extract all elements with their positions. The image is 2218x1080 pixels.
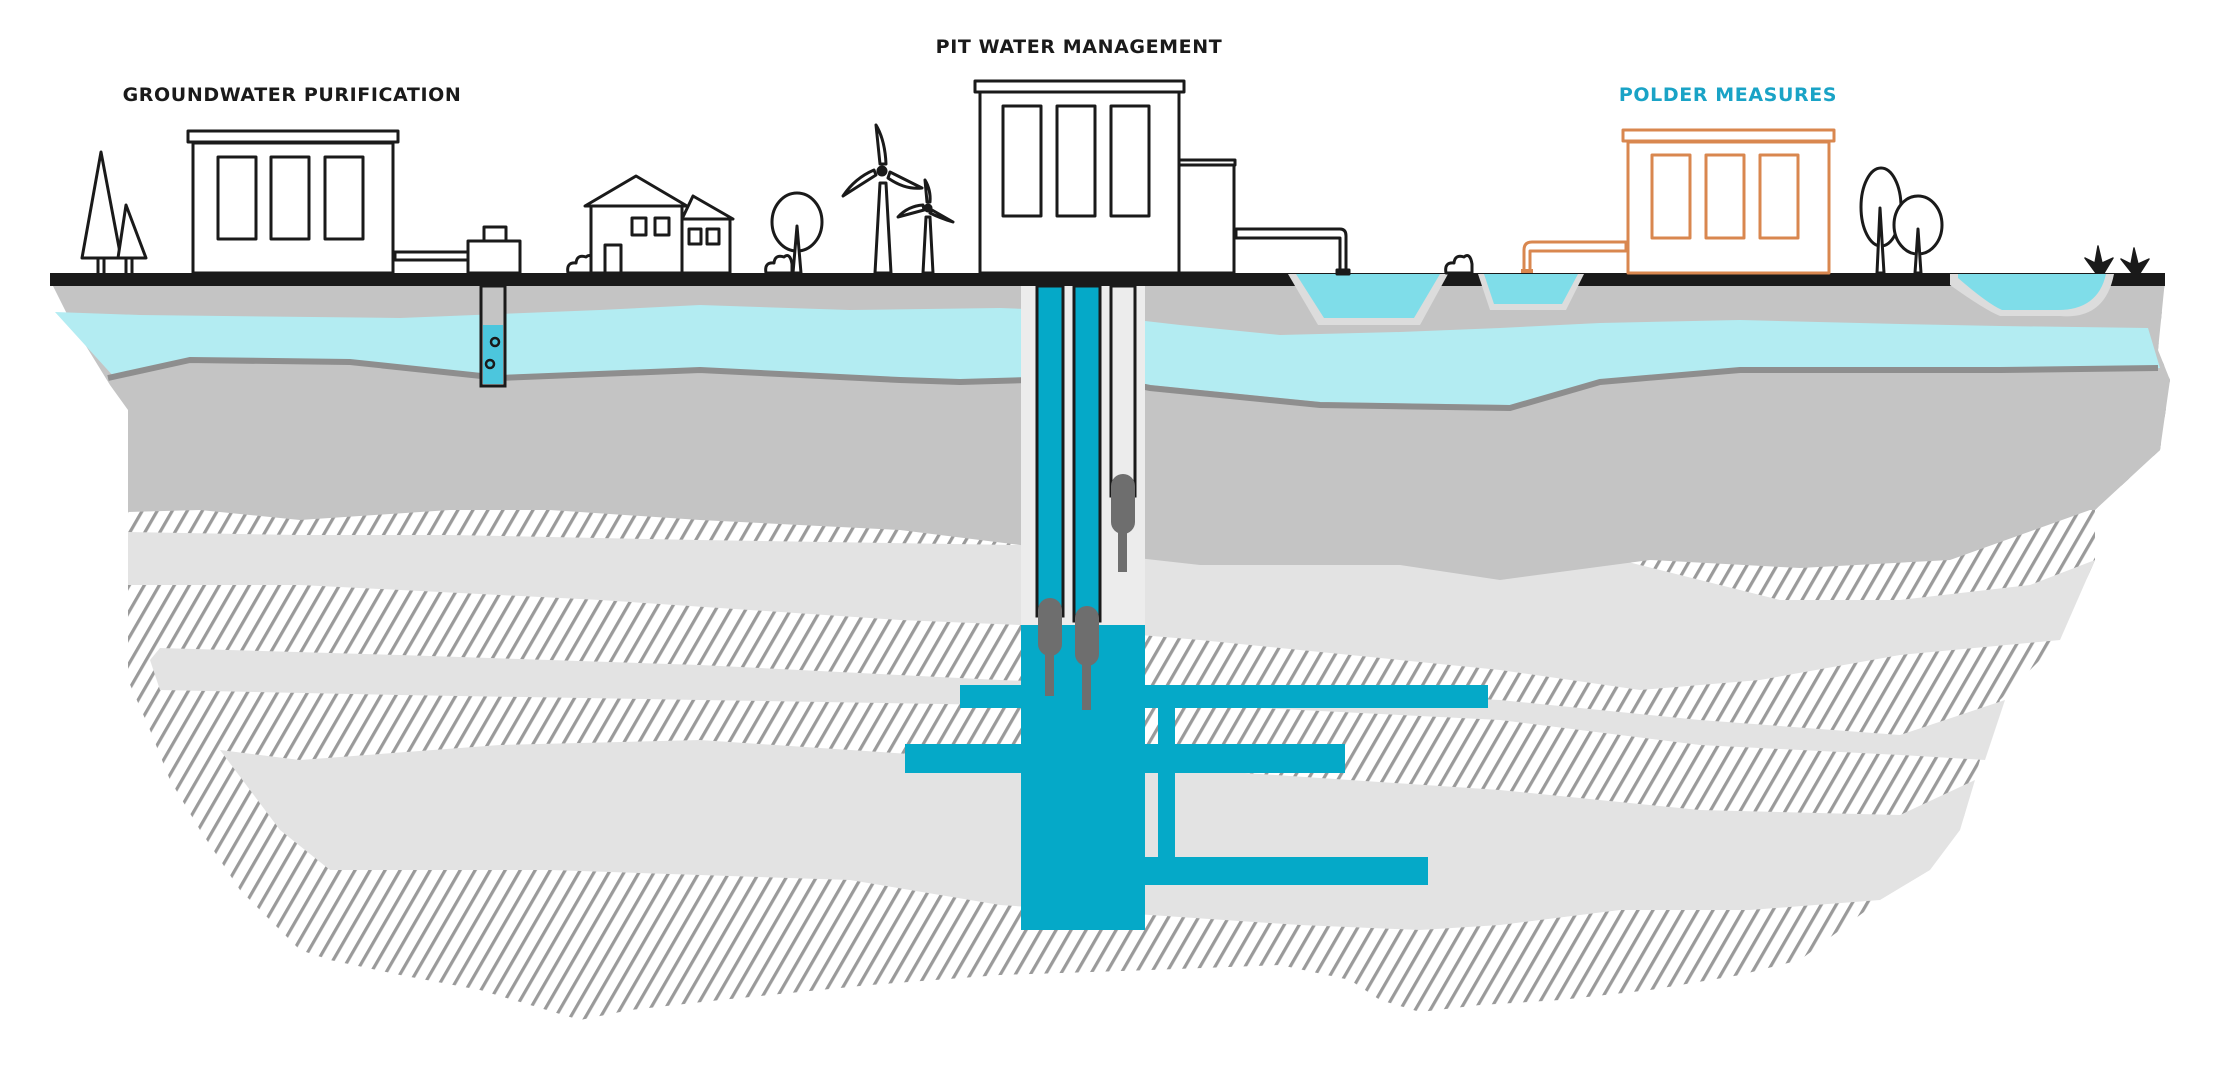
mine-shaft-icon [905, 284, 1488, 930]
purification-building-icon [186, 129, 400, 275]
groundwater-pump-icon [466, 225, 522, 275]
tree-pair-icon [1859, 166, 1944, 275]
natural-pond-icon [1950, 274, 2114, 317]
riser-pipe-1 [1035, 284, 1065, 618]
polder-building-icon [1521, 128, 1836, 275]
riser-pipe-3 [1109, 284, 1137, 498]
ground-surface [50, 273, 2165, 286]
submersible-pump-icon [1038, 474, 1135, 710]
wind-turbine-icon [841, 123, 924, 275]
bush-icon [764, 254, 794, 275]
house-icon [583, 174, 735, 275]
retention-pond-small-icon [1478, 274, 1584, 310]
purification-pipe-icon [393, 250, 471, 262]
conifer-trees-icon [80, 150, 148, 273]
polder-pipe-icon [1521, 240, 1628, 273]
underground-galleries-icon [905, 625, 1488, 930]
monitoring-well-icon [479, 284, 507, 388]
label-pit-water-management: PIT WATER MANAGEMENT [935, 36, 1223, 58]
riser-pipe-2 [1072, 284, 1102, 623]
wind-turbine-icon [896, 178, 955, 275]
retention-pond-icon [1288, 274, 1448, 325]
pit-management-building-icon [973, 79, 1237, 275]
bush-icon [1444, 254, 1474, 275]
discharge-pipe-icon [1234, 227, 1351, 276]
deciduous-tree-icon [770, 191, 824, 275]
label-polder-measures: POLDER MEASURES [1618, 84, 1838, 106]
grass-tuft-icon [2084, 245, 2150, 274]
label-groundwater-purification: GROUNDWATER PURIFICATION [122, 84, 462, 106]
